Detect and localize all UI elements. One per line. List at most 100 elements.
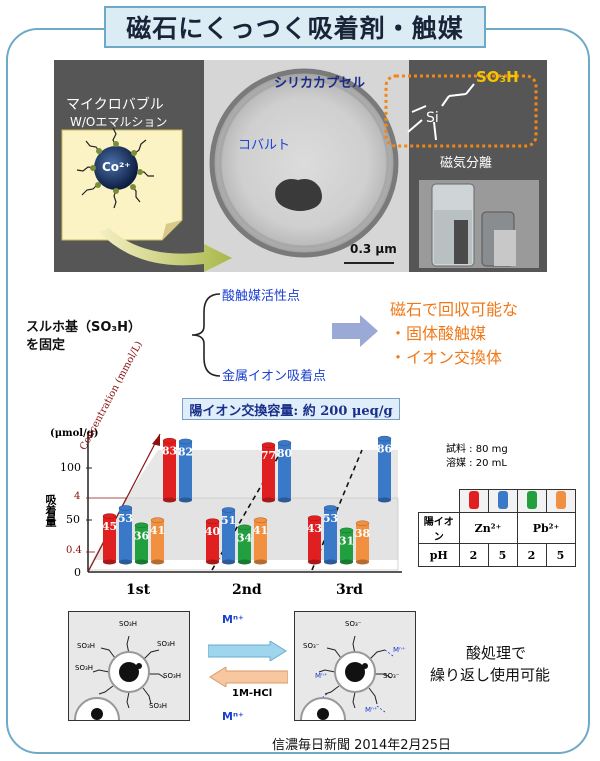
bubble-title: マイクロバブル xyxy=(66,97,164,113)
legend-ph-2: 5 xyxy=(487,543,518,567)
si-label: Si xyxy=(426,110,439,126)
brace-icon xyxy=(191,293,221,377)
z-tick-4: 4 xyxy=(74,491,81,502)
so3-minus-tag-3: SO₃⁻ xyxy=(383,672,400,680)
z-axis xyxy=(87,433,161,573)
bar-value-label: 43 xyxy=(307,522,322,535)
bar-group: 45 40 43 83 77 53 51 53 82 80 86 36 34 31 41 41 38 xyxy=(102,435,393,565)
so3h-tag-2: SO₃H xyxy=(157,640,176,648)
legend-ph-1: 2 xyxy=(458,543,489,567)
desorb-arrow-icon xyxy=(209,667,288,687)
cobalt-label: コバルト xyxy=(238,138,291,153)
legend-ph-3: 2 xyxy=(516,543,547,567)
bar-low-c3-s2: 53 xyxy=(323,505,338,565)
result-line3: ・イオン交換体 xyxy=(390,348,503,367)
si-bonds xyxy=(407,83,475,141)
bar-value-label: 77 xyxy=(261,449,276,462)
bar-low-c3-s1: 43 xyxy=(307,515,322,565)
bar-value-label: 82 xyxy=(178,445,193,458)
bound-metal-tag-1: Mⁿ⁺ xyxy=(393,646,406,654)
reuse-line2: 繰り返し使用可能 xyxy=(430,666,551,684)
bar-value-label: 86 xyxy=(377,443,393,456)
fix-line1: スルホ基（SO₃H） xyxy=(26,320,141,335)
category-2nd: 2nd xyxy=(232,582,262,598)
so3h-tag-6: SO₃H xyxy=(149,702,168,710)
bar-low-c3-s3: 31 xyxy=(339,527,354,565)
result-arrow-icon xyxy=(332,315,378,347)
legend-ph-header: pH xyxy=(418,543,460,567)
sulfonic-capsule-illustration xyxy=(74,635,166,721)
so3h-tag-1: SO₃H xyxy=(119,620,138,628)
metal-in-label: Mⁿ⁺ xyxy=(222,613,244,626)
tem-photo-panel: マイクロバブル W/Oエマルション Co²⁺ シリカカプセル コバルト 0.3 … xyxy=(54,60,547,272)
bound-metal-tag-3: Mⁿ⁺ xyxy=(365,706,378,714)
sulfonic-state-panel: SO₃H SO₃H SO₃H SO₃H SO₃H SO₃H xyxy=(68,611,190,721)
adsorb-arrow-icon xyxy=(208,641,287,661)
z-tick-04: 0.4 xyxy=(66,545,82,556)
y-tick-0: 0 xyxy=(74,566,81,579)
bar-value-label: 83 xyxy=(162,445,177,458)
silica-capsule xyxy=(209,68,399,258)
metal-site-label: 金属イオン吸着点 xyxy=(222,369,327,384)
bar-value-label: 38 xyxy=(355,527,371,540)
metal-bound-capsule-illustration xyxy=(300,635,394,721)
bar-low-c1-s2: 53 xyxy=(118,505,133,565)
legend-ion-header: 陽イオン xyxy=(418,512,460,544)
acid-site-label: 酸触媒活性点 xyxy=(222,289,301,304)
page-title: 磁石にくっつく吸着剤・触媒 xyxy=(104,6,486,48)
bar-value-label: 41 xyxy=(253,524,268,537)
co-ion-label: Co²⁺ xyxy=(102,160,131,174)
legend-ph-4: 5 xyxy=(545,543,576,567)
photo-illustration xyxy=(61,60,539,272)
bar-value-label: 41 xyxy=(150,524,165,537)
bar-value-label: 51 xyxy=(221,514,236,527)
fix-line2: を固定 xyxy=(26,338,66,353)
process-arrow xyxy=(99,228,232,272)
metal-bound-state-panel: SO₃⁻ SO₃⁻ SO₃⁻ Mⁿ⁺ Mⁿ⁺ Mⁿ⁺ xyxy=(294,611,416,721)
legend-ion-pb: Pb²⁺ xyxy=(516,512,576,544)
so3h-tag-5: SO₃H xyxy=(75,664,94,672)
shell-label: シリカカプセル xyxy=(274,76,366,91)
reuse-line1: 酸処理で xyxy=(466,644,527,662)
so3h-label: SO₃H xyxy=(476,68,519,86)
magnetic-label: 磁気分離 xyxy=(440,156,493,171)
bar-low-c2-s3: 34 xyxy=(237,524,253,565)
category-1st: 1st xyxy=(126,582,151,598)
y-tick-50: 50 xyxy=(66,513,80,526)
metal-out-label: Mⁿ⁺ xyxy=(222,710,244,723)
co-ion-bubble xyxy=(94,146,138,190)
so3-minus-tag-1: SO₃⁻ xyxy=(345,620,362,628)
sulfonic-group-box xyxy=(384,74,538,148)
bar-value-label: 34 xyxy=(237,531,253,544)
y-unit: (μmol/g) xyxy=(50,428,99,439)
bar-value-label: 45 xyxy=(102,520,117,533)
bar-low-c1-s1: 45 xyxy=(102,513,117,565)
bar-high-c3-s2: 86 xyxy=(377,435,393,503)
bound-metal-tag-2: Mⁿ⁺ xyxy=(315,672,328,680)
bar-low-c1-s3: 36 xyxy=(134,522,150,565)
bar-low-c1-s4: 41 xyxy=(150,517,165,565)
solvent-condition: 溶媒 : 20 mL xyxy=(446,458,507,469)
category-3rd: 3rd xyxy=(336,582,363,598)
source-citation: 信濃毎日新聞 2014年2月25日 xyxy=(272,738,452,753)
cobalt-particle xyxy=(275,179,322,211)
so3-minus-tag-2: SO₃⁻ xyxy=(303,642,320,650)
ion-legend-table: 陽イオン Zn²⁺ Pb²⁺ pH 2 5 2 5 xyxy=(418,489,576,567)
y-axis-label: 吸着量 xyxy=(44,494,57,527)
bubble-subtitle: W/Oエマルション xyxy=(70,115,168,129)
bar-value-label: 80 xyxy=(277,447,293,460)
bar-high-c1-s2: 82 xyxy=(178,438,193,503)
bar-high-c2-s2: 80 xyxy=(277,440,293,503)
bar-low-c3-s4: 38 xyxy=(355,520,371,565)
bar-low-c2-s1: 40 xyxy=(205,518,220,565)
bar-value-label: 36 xyxy=(134,529,150,542)
bar-value-label: 53 xyxy=(323,512,338,525)
legend-swatch-orange xyxy=(555,490,566,509)
legend-swatch-green xyxy=(526,490,537,509)
legend-swatch-red xyxy=(468,490,479,509)
legend-swatch-blue xyxy=(497,490,508,509)
acid-treatment-label: 1M-HCl xyxy=(232,688,273,699)
result-line2: ・固体酸触媒 xyxy=(390,324,487,343)
adsorption-chart: 45 40 43 83 77 53 51 53 82 80 86 36 34 31 41 41 38 xyxy=(86,432,402,573)
y-tick-100: 100 xyxy=(60,461,81,474)
